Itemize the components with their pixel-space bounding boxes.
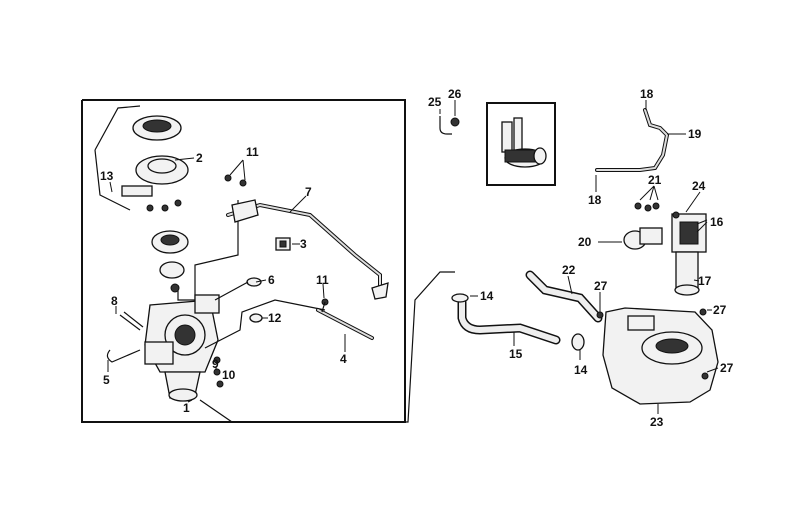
label-27c: 27 — [720, 361, 734, 375]
label-1: 1 — [183, 401, 190, 415]
connector-6 — [214, 277, 262, 301]
label-12: 12 — [268, 311, 282, 325]
bolts-21 — [634, 202, 660, 212]
label-8: 8 — [111, 294, 118, 308]
label-3: 3 — [300, 237, 307, 251]
label-24: 24 — [692, 179, 706, 193]
breather-tube-19 — [595, 108, 670, 172]
label-18a: 18 — [640, 87, 654, 101]
label-17: 17 — [698, 274, 712, 288]
label-27b: 27 — [713, 303, 727, 317]
label-14a: 14 — [480, 289, 494, 303]
clip-5 — [106, 349, 141, 363]
part-labels: 1 2 3 4 5 6 7 8 9 10 11 11 12 13 14 14 1… — [100, 87, 734, 429]
label-11a: 11 — [246, 145, 259, 159]
throttle-body — [144, 200, 239, 402]
label-10: 10 — [222, 368, 236, 382]
clips-25-26 — [439, 116, 460, 135]
pipe-7 — [224, 174, 389, 300]
label-7: 7 — [305, 185, 312, 199]
label-25: 25 — [428, 95, 442, 109]
label-27a: 27 — [594, 279, 608, 293]
label-21: 21 — [648, 173, 662, 187]
label-11b: 11 — [316, 273, 329, 287]
rod-4 — [316, 298, 374, 340]
label-2: 2 — [196, 151, 203, 165]
label-16: 16 — [710, 215, 724, 229]
label-23: 23 — [650, 415, 664, 429]
hose-22 — [525, 270, 603, 323]
leader-lines — [107, 100, 719, 414]
fuel-tank — [596, 307, 719, 405]
label-26: 26 — [448, 87, 462, 101]
wire-12 — [204, 299, 326, 349]
assembly-frame — [81, 99, 455, 423]
label-9: 9 — [212, 357, 219, 371]
label-19: 19 — [688, 127, 702, 141]
label-18b: 18 — [588, 193, 602, 207]
label-20: 20 — [578, 235, 592, 249]
fuel-cap-assembly — [94, 105, 189, 279]
label-4: 4 — [340, 352, 347, 366]
label-14b: 14 — [574, 363, 588, 377]
label-6: 6 — [268, 273, 275, 287]
sensor-3 — [275, 237, 291, 251]
hose-15 — [451, 293, 585, 351]
label-22: 22 — [562, 263, 576, 277]
fuel-pump — [671, 211, 707, 296]
label-13: 13 — [100, 169, 114, 183]
inset-box — [486, 102, 556, 186]
bolt-8 — [119, 311, 144, 331]
screws-9-10 — [213, 356, 224, 388]
filter-20 — [623, 227, 663, 250]
label-15: 15 — [509, 347, 523, 361]
label-5: 5 — [103, 373, 110, 387]
